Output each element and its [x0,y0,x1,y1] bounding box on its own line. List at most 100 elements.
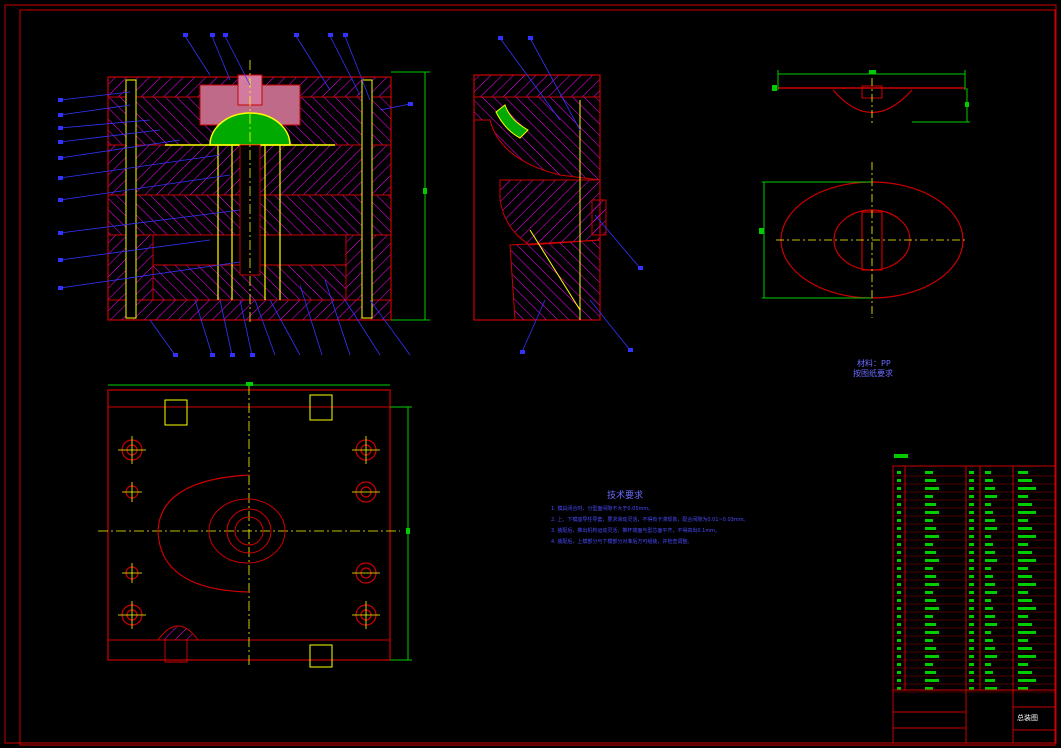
bom-cell-mark [985,583,995,586]
bom-cell-mark [925,623,936,626]
bom-cell-mark [985,655,997,658]
bom-cell-mark [969,679,974,682]
bom-cell-mark [969,471,974,474]
bom-cell-mark [1018,623,1032,626]
bom-cell-mark [985,647,995,650]
bom-cell-mark [985,615,995,618]
bom-cell-mark [897,575,901,578]
bom-cell-mark [925,471,933,474]
bom-cell-mark [985,663,991,666]
bom-cell-mark [985,495,997,498]
bom-cell-mark [925,607,939,610]
bom-cell-mark [925,519,933,522]
bom-cell-mark [897,655,901,658]
bom-table [892,454,1056,744]
bom-cell-mark [969,559,974,562]
bom-cell-mark [969,551,974,554]
tech-requirements-title: 技术要求 [607,491,644,501]
bom-cell-mark [969,607,974,610]
bom-cell-mark [1018,639,1028,642]
bom-cell-mark [925,559,939,562]
part-front-view [772,70,970,125]
tech-line-3: 3. 装配后，推出机构运动灵活，推杆端面与型芯面平齐，不得高出0.1mm。 [551,528,721,534]
bom-cell-mark [897,639,901,642]
bom-cell-mark [985,687,997,690]
bom-cell-mark [925,655,939,658]
bom-cell-mark [1018,615,1028,618]
bom-cell-mark [1018,591,1028,594]
bom-cell-mark [925,543,933,546]
bom-cell-mark [1018,607,1036,610]
bom-cell-mark [985,511,993,514]
bom-cell-mark [969,535,974,538]
bom-cell-mark [897,551,901,554]
bom-cell-mark [897,559,901,562]
bom-cell-mark [897,495,901,498]
bom-cell-mark [897,535,901,538]
bom-cell-mark [969,527,974,530]
bom-cell-mark [1018,679,1036,682]
bom-cell-mark [925,599,936,602]
bom-cell-mark [1018,535,1036,538]
bom-cell-mark [969,687,974,690]
bom-cell-mark [925,687,933,690]
bom-cell-mark [897,615,901,618]
bom-cell-mark [1018,503,1032,506]
bom-cell-mark [969,623,974,626]
main-section-view [58,33,430,357]
bom-cell-mark [897,631,901,634]
bom-cell-mark [969,583,974,586]
bom-cell-mark [897,623,901,626]
bom-cell-mark [985,551,995,554]
bom-cell-mark [897,511,901,514]
bom-cell-mark [969,511,974,514]
bom-cell-mark [925,551,936,554]
bom-cell-mark [1018,575,1032,578]
bom-cell-mark [925,639,933,642]
title-block-name: 总装图 [1017,714,1038,722]
bom-cell-mark [925,535,939,538]
bom-cell-mark [985,519,995,522]
bom-cell-mark [897,479,901,482]
bom-cell-mark [969,495,974,498]
bom-cell-mark [1018,671,1032,674]
bom-cell-mark [985,639,993,642]
bom-cell-mark [897,607,901,610]
bom-cell-mark [1018,519,1028,522]
bom-cell-mark [1018,511,1036,514]
bom-cell-mark [925,671,936,674]
inner-frame [19,9,1056,746]
bom-cell-mark [969,543,974,546]
bom-cell-mark [925,615,933,618]
bom-cell-mark [1018,543,1028,546]
material-label: 材料：PP [857,359,891,368]
title-block [892,689,1056,744]
tech-line-4: 4. 装配后，上模部分与下模部分对准后方可组装，并检查调整。 [551,539,693,545]
bom-cell-mark [969,639,974,642]
bom-cell-mark [925,567,933,570]
bom-cell-mark [969,599,974,602]
bom-cell-mark [925,679,939,682]
bom-cell-mark [1018,479,1032,482]
bom-cell-mark [925,583,939,586]
bom-cell-mark [969,567,974,570]
bom-cell-mark [925,479,936,482]
bom-cell-mark [925,495,933,498]
bom-cell-mark [897,671,901,674]
bom-cell-mark [969,575,974,578]
bom-cell-mark [897,591,901,594]
bom-cell-mark [985,679,995,682]
bom-cell-mark [969,487,974,490]
bom-cell-mark [897,647,901,650]
bom-cell-mark [985,503,991,506]
bom-cell-mark [897,527,901,530]
bom-cell-mark [969,647,974,650]
bom-cell-mark [1018,599,1032,602]
bom-cell-mark [897,543,901,546]
bom-cell-mark [985,487,995,490]
bom-cell-mark [985,591,997,594]
bom-cell-mark [969,519,974,522]
bom-cell-mark [985,535,991,538]
bom-cell-mark [985,527,997,530]
